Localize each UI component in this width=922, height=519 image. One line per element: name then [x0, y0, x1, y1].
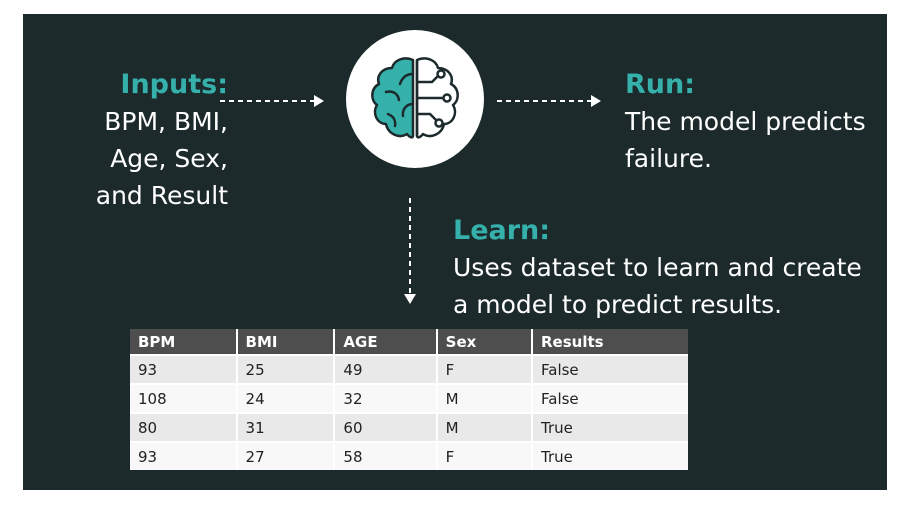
- inputs-line: BPM, BMI,: [104, 107, 228, 136]
- table-cell: 93: [130, 441, 238, 470]
- inputs-line: Age, Sex,: [110, 144, 228, 173]
- run-line: failure.: [625, 144, 712, 173]
- table-row: 93 25 49 F False: [130, 354, 688, 384]
- table-header: AGE: [334, 329, 438, 355]
- table-cell: True: [532, 441, 688, 470]
- table-row: 93 27 58 F True: [130, 441, 688, 470]
- table-cell: 108: [130, 383, 238, 413]
- brain-circuit-icon: [371, 57, 459, 139]
- table-cell: F: [436, 441, 534, 470]
- table-header: BMI: [236, 329, 336, 355]
- learn-line: a model to predict results.: [453, 290, 783, 319]
- table-row: 80 31 60 M True: [130, 412, 688, 442]
- inputs-line: and Result: [95, 181, 228, 210]
- table-header: BPM: [130, 329, 238, 355]
- run-title: Run:: [625, 69, 696, 100]
- table-cell: 49: [334, 354, 438, 384]
- table-cell: 32: [334, 383, 438, 413]
- diagram-panel: Inputs: BPM, BMI, Age, Sex, and Result R…: [23, 14, 887, 490]
- learn-line: Uses dataset to learn and create: [453, 253, 862, 282]
- table-cell: False: [532, 383, 688, 413]
- table-cell: 93: [130, 354, 238, 384]
- table-row: 108 24 32 M False: [130, 383, 688, 413]
- table-cell: 27: [236, 441, 336, 470]
- table-cell: 80: [130, 412, 238, 442]
- table-cell: F: [436, 354, 534, 384]
- table-cell: False: [532, 354, 688, 384]
- inputs-block: Inputs: BPM, BMI, Age, Sex, and Result: [58, 66, 228, 214]
- table-cell: 60: [334, 412, 438, 442]
- table-cell: 58: [334, 441, 438, 470]
- table-header: Sex: [436, 329, 534, 355]
- learn-block: Learn: Uses dataset to learn and create …: [453, 212, 893, 323]
- inputs-title: Inputs:: [120, 69, 228, 100]
- table-header: Results: [532, 329, 688, 355]
- run-line: The model predicts: [625, 107, 866, 136]
- table-cell: 24: [236, 383, 336, 413]
- table-cell: M: [436, 412, 534, 442]
- table-cell: True: [532, 412, 688, 442]
- dataset-table: BPM BMI AGE Sex Results 93 25 49 F False…: [130, 329, 688, 470]
- table-cell: M: [436, 383, 534, 413]
- table-cell: 31: [236, 412, 336, 442]
- learn-arrow: [404, 198, 416, 304]
- inputs-arrow: [220, 95, 324, 107]
- learn-title: Learn:: [453, 215, 551, 246]
- run-arrow: [497, 95, 601, 107]
- table-header-row: BPM BMI AGE Sex Results: [130, 329, 688, 355]
- run-block: Run: The model predicts failure.: [625, 66, 895, 177]
- model-circle: [346, 30, 484, 168]
- table-cell: 25: [236, 354, 336, 384]
